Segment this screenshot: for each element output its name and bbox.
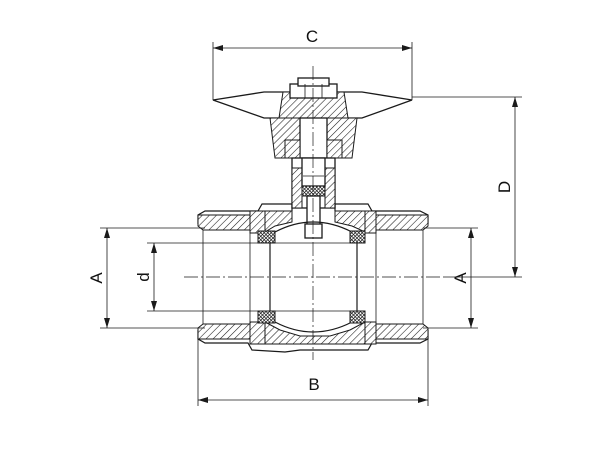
- dimension-d-height: D: [412, 96, 522, 278]
- dim-d-height-label: D: [495, 181, 514, 193]
- seat-seal-top-left: [257, 230, 276, 244]
- dim-d-bore-label: d: [134, 272, 153, 281]
- dimension-c: C: [212, 27, 413, 100]
- dim-a-left-label: A: [87, 272, 106, 284]
- dimension-b: B: [197, 339, 429, 406]
- seat-seal-top-right: [349, 230, 366, 244]
- seat-seal-bottom-right: [349, 310, 366, 324]
- dimension-a-right: A: [423, 227, 478, 329]
- dim-b-label: B: [308, 375, 319, 394]
- butterfly-handle: [212, 77, 413, 164]
- stem-top: [297, 77, 330, 87]
- valve-stem: [284, 139, 343, 235]
- valve-body: [197, 203, 429, 353]
- seat-seal-bottom-left: [257, 310, 276, 324]
- dim-c-label: C: [306, 27, 318, 46]
- dimension-a-left: A: [87, 227, 205, 329]
- dim-a-right-label: A: [451, 272, 470, 284]
- dimension-d-bore: d: [134, 242, 275, 312]
